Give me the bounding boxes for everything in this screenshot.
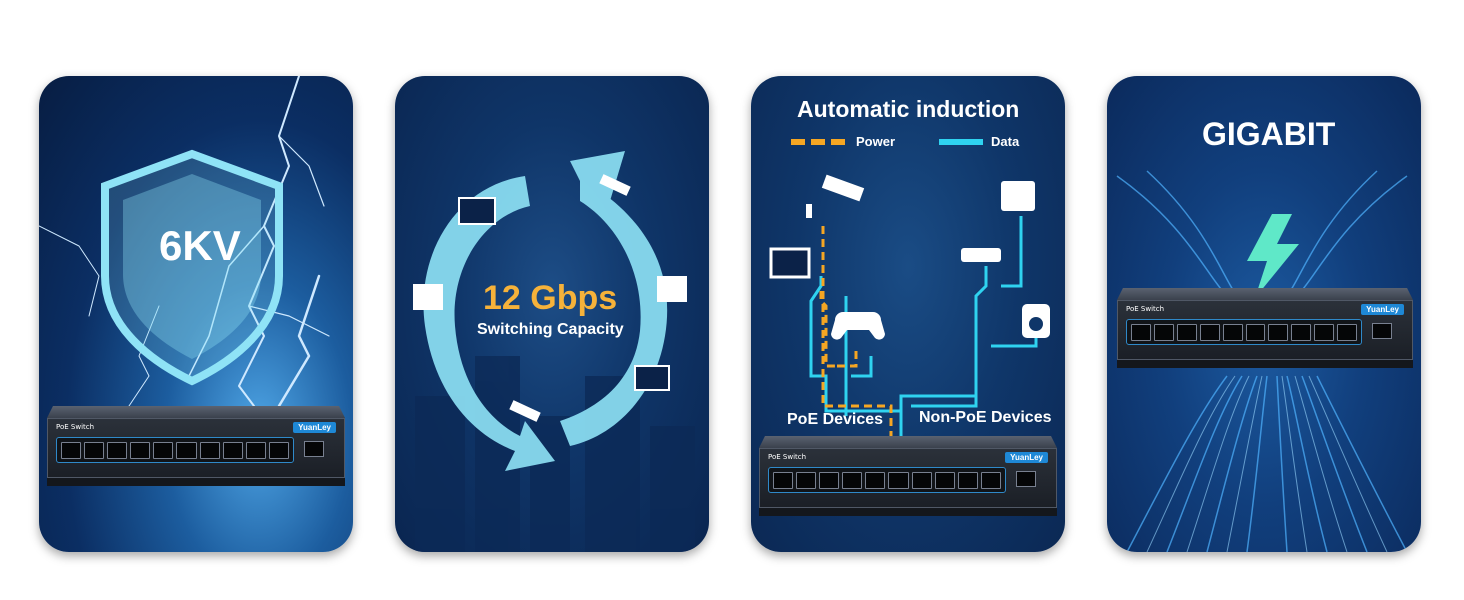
switching-capacity-card: 12 Gbps Switching Capacity	[395, 76, 709, 552]
printer-icon	[413, 284, 443, 310]
monitor-icon	[634, 365, 670, 391]
gigabit-headline: GIGABIT	[1202, 116, 1336, 152]
capacity-value: 12 Gbps	[483, 279, 618, 317]
cycle-arrows-graphic	[413, 151, 695, 552]
poe-switch-image: PoE Switch YuanLey	[759, 436, 1057, 520]
capacity-caption: Switching Capacity	[477, 321, 624, 338]
shield-icon	[101, 149, 283, 386]
lightning-bolt-icon	[1247, 214, 1299, 298]
camera-icon	[821, 174, 865, 202]
printer-icon	[657, 276, 687, 302]
data-stream-graphic	[1116, 170, 1408, 552]
lightning-background	[39, 76, 330, 408]
poe-devices-label: PoE Devices	[787, 411, 884, 428]
connection-diagram	[769, 139, 1050, 441]
legend-power: Power	[856, 134, 896, 149]
poe-switch-image: PoE Switch YuanLey	[47, 406, 345, 490]
printer-icon	[1001, 181, 1035, 211]
automatic-induction-card: Automatic induction Power Data	[751, 76, 1065, 552]
non-poe-devices-label: Non-PoE Devices	[919, 409, 1052, 426]
camera-icon	[599, 174, 631, 196]
monitor-icon	[458, 197, 496, 225]
monitor-icon	[769, 247, 811, 279]
legend-data: Data	[991, 134, 1020, 149]
camera-icon	[509, 400, 541, 422]
surge-protection-card: 6KV PoE Switch YuanLey	[39, 76, 353, 552]
router-icon	[961, 248, 1001, 262]
induction-title: Automatic induction	[797, 96, 1020, 122]
gigabit-card: GIGABIT PoE Switch YuanLey	[1107, 76, 1421, 552]
poe-switch-image: PoE Switch YuanLey	[1117, 288, 1413, 372]
surge-rating: 6KV	[159, 222, 241, 269]
gamepad-icon	[831, 312, 885, 340]
